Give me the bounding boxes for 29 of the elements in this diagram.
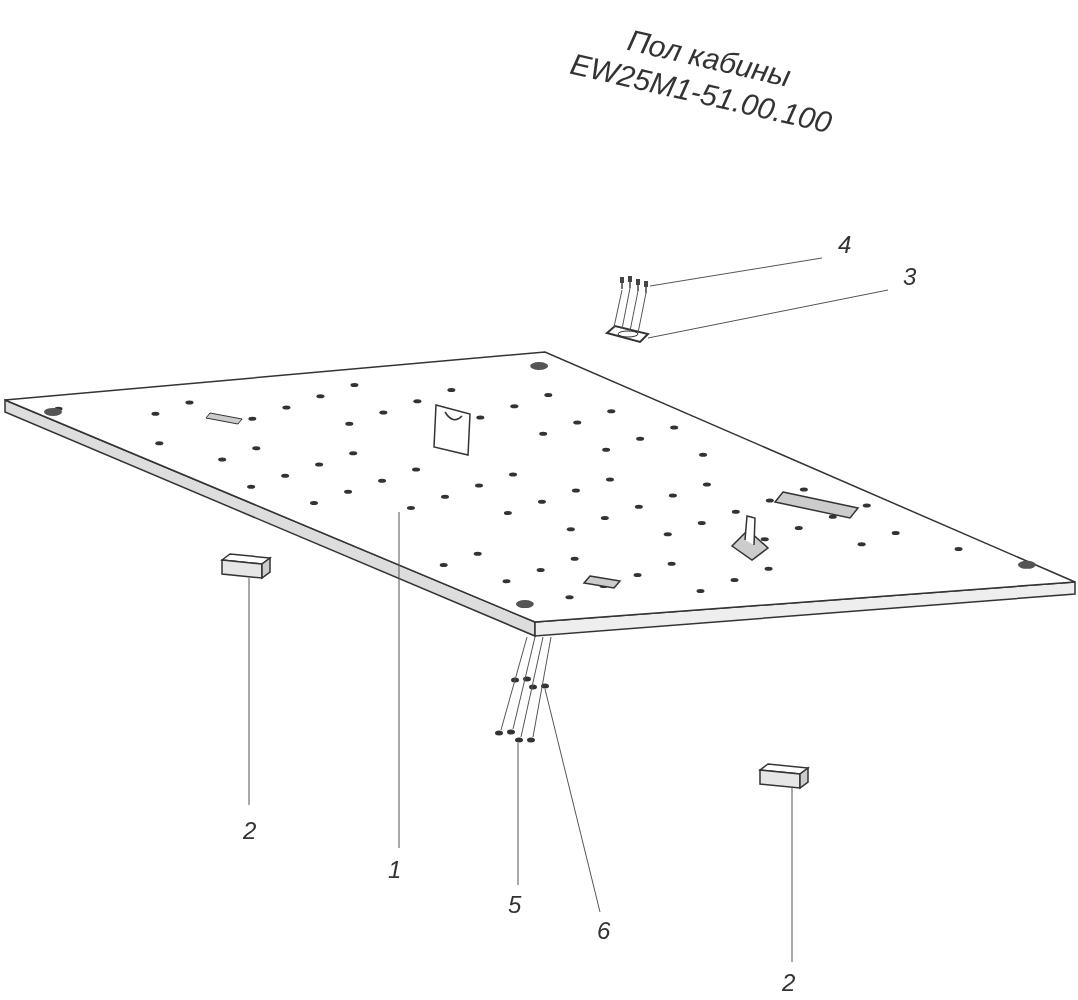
leader-line [613, 289, 623, 328]
callout-number: 6 [597, 918, 611, 944]
leader-line [647, 289, 889, 339]
leader-line [649, 257, 823, 287]
callout-number: 2 [782, 970, 796, 996]
plate-drawing [604, 324, 650, 344]
leader-line [500, 636, 528, 731]
leader-line [520, 636, 544, 738]
screws-drawing [620, 276, 648, 294]
callout-number: 2 [243, 818, 257, 844]
leader-line [544, 688, 601, 913]
leader-line [532, 636, 552, 738]
callout-number: 3 [903, 264, 917, 290]
leader-line [629, 290, 639, 332]
washers-drawing [511, 676, 549, 690]
callout-number: 5 [508, 892, 522, 918]
leader-line [398, 511, 400, 849]
pad-drawing [220, 553, 272, 580]
callout-number: 1 [388, 857, 402, 883]
leader-line [621, 287, 631, 330]
floor-panel-drawing [4, 351, 1076, 638]
pad-drawing [758, 763, 810, 790]
leader-line [637, 292, 647, 334]
leader-line [512, 636, 536, 730]
leader-line [517, 742, 519, 886]
leader-line [791, 787, 793, 963]
callout-number: 4 [838, 232, 852, 258]
nuts-drawing [495, 729, 535, 743]
leader-line [248, 577, 250, 806]
